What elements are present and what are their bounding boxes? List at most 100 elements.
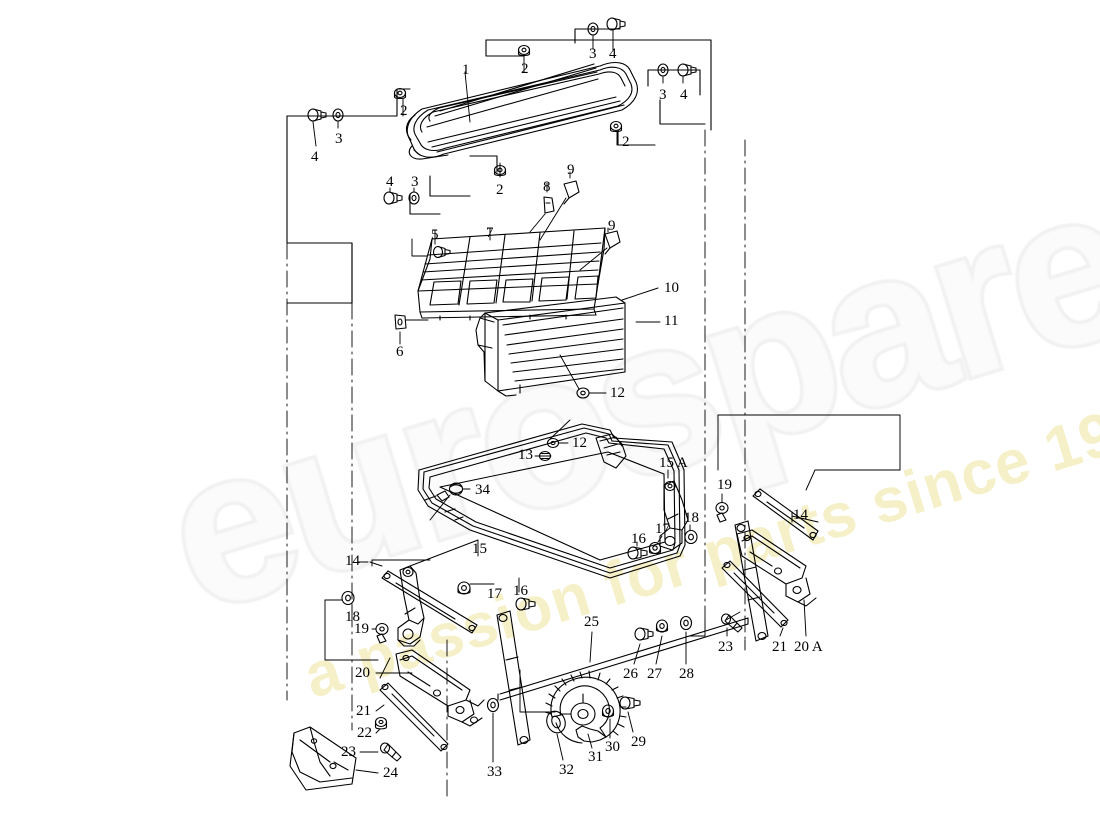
screw-16-left bbox=[515, 597, 536, 611]
clip-8 bbox=[543, 196, 555, 214]
callout-6: 6 bbox=[396, 344, 404, 360]
callout-2b: 2 bbox=[400, 103, 408, 119]
washer-3c bbox=[332, 108, 344, 122]
screw-26 bbox=[634, 627, 654, 641]
callout-27: 27 bbox=[647, 666, 662, 682]
washer-12a bbox=[576, 387, 590, 399]
callout-10: 10 bbox=[664, 280, 679, 296]
callout-12b: 12 bbox=[572, 435, 587, 451]
screw-23-left bbox=[379, 742, 402, 762]
callout-25: 25 bbox=[584, 614, 599, 630]
gear-segment-31 bbox=[544, 670, 627, 744]
callout-30: 30 bbox=[605, 739, 620, 755]
callout-3a: 3 bbox=[589, 46, 597, 62]
construction-lines bbox=[286, 129, 746, 800]
bracket-20-left bbox=[395, 649, 485, 727]
leader-frame-left-hinge bbox=[324, 559, 431, 661]
callout-17b: 17 bbox=[655, 521, 670, 537]
washer-18-right bbox=[684, 529, 698, 545]
washer-3a bbox=[587, 22, 599, 36]
callout-14a: 14 bbox=[345, 553, 360, 569]
bracket-20A-right bbox=[736, 529, 817, 607]
bushing-27 bbox=[655, 619, 669, 633]
part-7-grille bbox=[417, 227, 606, 321]
washer-28 bbox=[679, 615, 693, 631]
callout-29: 29 bbox=[631, 734, 646, 750]
callout-28: 28 bbox=[679, 666, 694, 682]
nut-2b bbox=[393, 87, 407, 100]
nut-2a bbox=[517, 44, 531, 57]
callout-26: 26 bbox=[623, 666, 638, 682]
callout-1: 1 bbox=[462, 62, 470, 78]
callout-3d: 3 bbox=[411, 174, 419, 190]
screw-16-right bbox=[627, 546, 648, 560]
callout-15A: 15 A bbox=[659, 455, 688, 471]
line-art bbox=[286, 17, 901, 800]
leader-frame-right bbox=[689, 414, 901, 651]
callout-33: 33 bbox=[487, 764, 502, 780]
callout-31: 31 bbox=[588, 749, 603, 765]
callout-4d: 4 bbox=[386, 174, 394, 190]
parts-diagram-canvas: eurospares eurospares a passion for part… bbox=[137, 17, 1100, 800]
callout-16a: 16 bbox=[513, 583, 528, 599]
callout-2c: 2 bbox=[622, 134, 630, 150]
callout-21b: 21 bbox=[772, 639, 787, 655]
bushing-30 bbox=[601, 704, 615, 718]
callout-5: 5 bbox=[431, 227, 439, 243]
callout-16b: 16 bbox=[631, 531, 646, 547]
callout-23a: 23 bbox=[341, 744, 356, 760]
callout-21a: 21 bbox=[356, 703, 371, 719]
ball-stud-19-left bbox=[375, 622, 389, 644]
callout-19b: 19 bbox=[717, 477, 732, 493]
callout-20: 20 bbox=[355, 665, 370, 681]
callout-4c: 4 bbox=[311, 149, 319, 165]
callout-4a: 4 bbox=[609, 46, 617, 62]
callout-20A: 20 A bbox=[794, 639, 823, 655]
callout-8: 8 bbox=[543, 179, 551, 195]
lever-21-right bbox=[721, 560, 789, 628]
bar-arm-left bbox=[496, 610, 531, 746]
washer-18-left bbox=[341, 590, 355, 606]
washer-32 bbox=[546, 710, 566, 734]
callout-11: 11 bbox=[664, 313, 679, 329]
ball-stud-19-right bbox=[715, 501, 729, 523]
part-1-spoiler bbox=[406, 61, 639, 160]
callout-18a: 18 bbox=[345, 609, 360, 625]
callout-17a: 17 bbox=[487, 586, 502, 602]
callout-9a: 9 bbox=[567, 162, 575, 178]
hinge-arm-15-left bbox=[397, 565, 425, 647]
fastener-5 bbox=[432, 245, 451, 259]
bar-arm-right bbox=[734, 520, 769, 642]
callout-18b: 18 bbox=[684, 510, 699, 526]
callout-15: 15 bbox=[472, 541, 487, 557]
part-10-11-panel bbox=[475, 296, 626, 397]
leaders-upper bbox=[312, 30, 684, 193]
screw-4b bbox=[677, 63, 697, 77]
screw-29 bbox=[619, 696, 641, 710]
fasteners-part1 bbox=[307, 17, 697, 205]
callout-24: 24 bbox=[383, 765, 398, 781]
callout-23b: 23 bbox=[718, 639, 733, 655]
leader-frame-upper bbox=[286, 28, 712, 304]
leaders-grille bbox=[399, 227, 491, 345]
callout-13: 13 bbox=[518, 447, 533, 463]
callout-22: 22 bbox=[357, 725, 372, 741]
callout-7: 7 bbox=[486, 225, 494, 241]
clip-9b bbox=[604, 230, 621, 255]
callout-32: 32 bbox=[559, 762, 574, 778]
callout-3b: 3 bbox=[659, 87, 667, 103]
nut-22 bbox=[374, 716, 388, 730]
callout-9b: 9 bbox=[608, 218, 616, 234]
callout-4b: 4 bbox=[680, 87, 688, 103]
washer-33 bbox=[486, 697, 500, 713]
washer-3b bbox=[657, 63, 669, 77]
nut-2c bbox=[609, 120, 623, 133]
screw-4c bbox=[307, 108, 327, 122]
callout-2a: 2 bbox=[521, 61, 529, 77]
callout-12a: 12 bbox=[610, 385, 625, 401]
screw-4d bbox=[383, 191, 403, 205]
screw-23-right bbox=[720, 613, 743, 633]
torsion-bar-25 bbox=[497, 617, 749, 701]
callout-14b: 14 bbox=[793, 507, 808, 523]
callout-2d: 2 bbox=[496, 182, 504, 198]
